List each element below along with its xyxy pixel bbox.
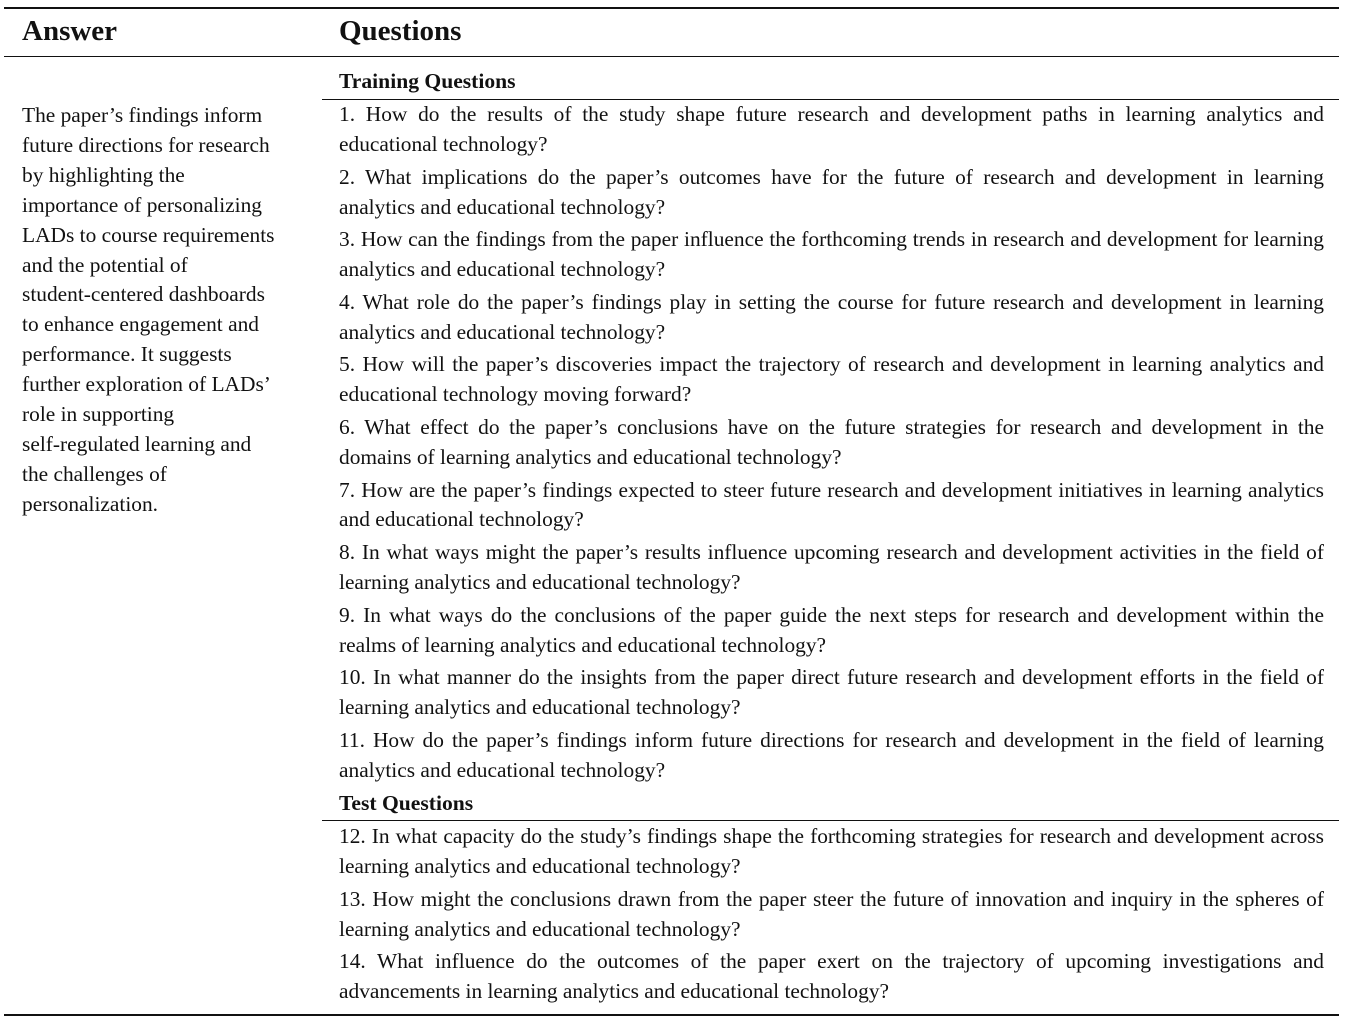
test-questions-list: 12. In what capacity do the study’s find… [339,821,1324,1009]
training-section-rule [322,99,1339,100]
question-item: 2. What implications do the paper’s outc… [339,164,1324,219]
questions-column-header: Questions [339,15,462,47]
training-questions-list: 1. How do the results of the study shape… [339,99,1324,788]
question-item: 1. How do the results of the study shape… [339,102,1324,156]
question-item: 7. How are the paper’s findings expected… [339,477,1324,532]
question-item: 3. How can the findings from the paper i… [339,227,1324,282]
question-item: 8. In what ways might the paper’s result… [339,540,1324,595]
question-item: 11. How do the paper’s findings inform f… [339,727,1324,782]
test-section-rule [322,820,1339,821]
question-item: 13. How might the conclusions drawn from… [339,886,1324,941]
training-questions-title: Training Questions [339,69,516,93]
question-item: 10. In what manner do the insights from … [339,665,1324,720]
question-item: 12. In what capacity do the study’s find… [339,824,1324,878]
question-item: 14. What influence do the outcomes of th… [339,949,1324,1004]
question-item: 9. In what ways do the conclusions of th… [339,602,1324,657]
question-item: 4. What role do the paper’s findings pla… [339,289,1324,344]
question-item: 5. How will the paper’s discoveries impa… [339,352,1324,407]
test-questions-title: Test Questions [339,791,474,815]
header-rule [4,56,1339,57]
answer-cell: The paper’s findings inform future direc… [22,103,275,516]
table-bottom-rule [4,1014,1339,1016]
answer-column-header: Answer [22,15,118,47]
table-top-rule [4,7,1339,9]
question-item: 6. What effect do the paper’s conclusion… [339,414,1324,469]
